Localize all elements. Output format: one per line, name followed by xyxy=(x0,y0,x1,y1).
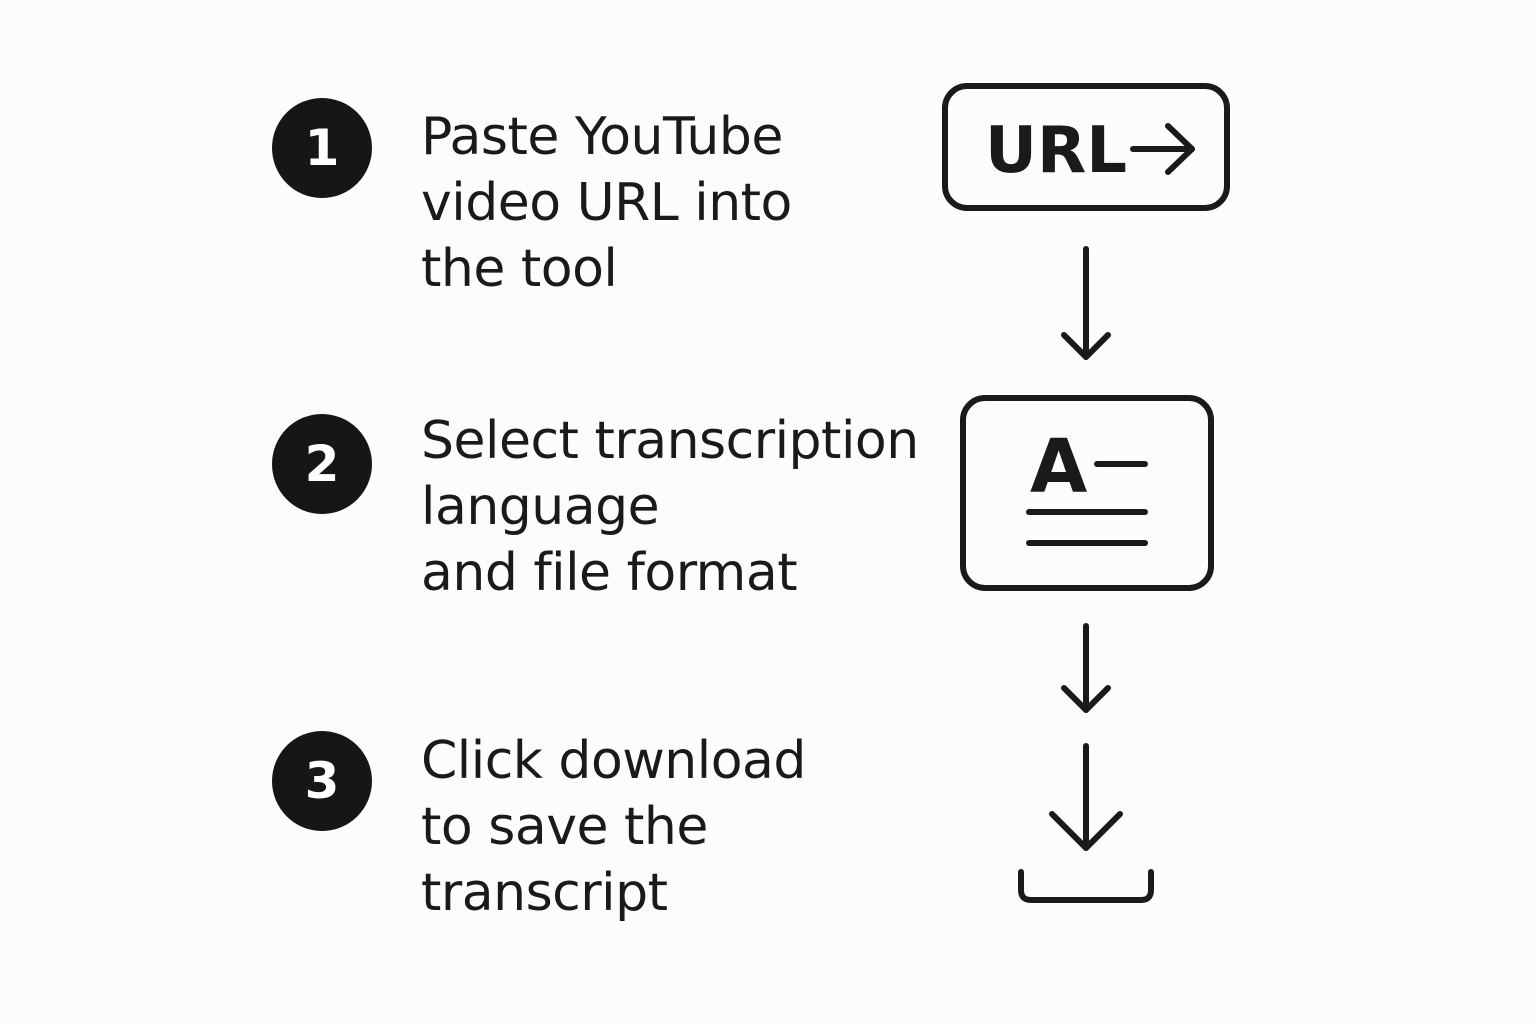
download-icon xyxy=(1018,743,1154,903)
down-arrow-icon xyxy=(1061,246,1111,360)
step-2-number-badge: 2 xyxy=(272,414,372,514)
step-3-line-3: transcript xyxy=(421,863,668,923)
step-3-number: 3 xyxy=(304,752,340,810)
step-2-line-3: and file format xyxy=(421,543,798,603)
step-3-description: Click download to save the transcript xyxy=(421,728,806,926)
document-box-outline xyxy=(960,395,1214,591)
url-arrow-icon: URL xyxy=(942,83,1230,211)
step-2-line-2: language xyxy=(421,477,660,537)
step-1-number: 1 xyxy=(304,119,340,177)
step-1-line-1: Paste YouTube xyxy=(421,107,783,167)
step-2-description: Select transcription language and file f… xyxy=(421,408,919,606)
step-3-line-2: to save the xyxy=(421,797,708,857)
text-lines-icon xyxy=(1026,461,1148,546)
step-2-number: 2 xyxy=(304,435,340,493)
step-1-line-3: the tool xyxy=(421,239,618,299)
step-1-line-2: video URL into xyxy=(421,173,792,233)
right-arrow-icon xyxy=(1130,123,1195,175)
step-3-number-badge: 3 xyxy=(272,731,372,831)
step-3-line-1: Click download xyxy=(421,731,806,791)
step-1-description: Paste YouTube video URL into the tool xyxy=(421,104,792,302)
url-box-outline xyxy=(942,83,1230,211)
down-arrow-icon xyxy=(1061,623,1111,713)
url-box-label: URL xyxy=(985,114,1127,188)
step-2-line-1: Select transcription xyxy=(421,411,919,471)
document-text-icon: A xyxy=(960,395,1214,591)
document-letter: A xyxy=(1030,424,1087,510)
step-1-number-badge: 1 xyxy=(272,98,372,198)
